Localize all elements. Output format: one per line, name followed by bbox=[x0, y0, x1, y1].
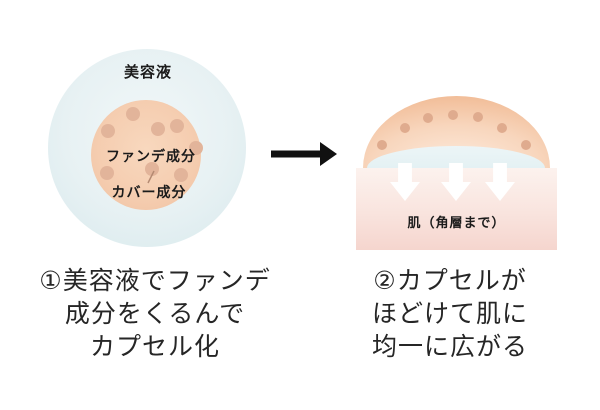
component-dot bbox=[377, 140, 387, 150]
component-dot bbox=[145, 162, 159, 176]
foundation-component-label: ファンデ成分 bbox=[106, 148, 196, 164]
component-dot bbox=[151, 122, 165, 136]
caption-step2: ②カプセルが ほどけて肌に 均一に広がる bbox=[350, 265, 550, 364]
serum-label: 美容液 bbox=[123, 64, 172, 81]
right-arrow-icon bbox=[271, 142, 337, 166]
component-dot bbox=[423, 113, 433, 123]
caption-step2-line3: 均一に広がる bbox=[371, 333, 528, 361]
caption-step2-line1: ②カプセルが bbox=[373, 267, 527, 295]
component-dot bbox=[521, 140, 531, 150]
component-dot bbox=[101, 124, 115, 138]
caption-step1: ①美容液でファンデ 成分をくるんで カプセル化 bbox=[25, 265, 285, 364]
component-dot bbox=[448, 110, 458, 120]
component-dot bbox=[174, 168, 188, 182]
component-dot bbox=[497, 123, 507, 133]
leader-line bbox=[147, 170, 155, 184]
caption-step1-line2: 成分をくるんで bbox=[64, 300, 246, 328]
component-dot bbox=[100, 166, 114, 180]
serum-lens-shape bbox=[367, 146, 545, 168]
component-dot bbox=[189, 141, 203, 155]
caption-step1-line1: ①美容液でファンデ bbox=[39, 267, 271, 295]
caption-step2-line2: ほどけて肌に bbox=[371, 300, 528, 328]
component-dot bbox=[126, 107, 140, 121]
component-dot bbox=[170, 119, 184, 133]
component-dot bbox=[473, 112, 483, 122]
serum-lens bbox=[367, 146, 545, 168]
skin-label: 肌（角層まで） bbox=[407, 215, 506, 230]
component-dot bbox=[400, 123, 410, 133]
capsule-inner-circle bbox=[91, 100, 203, 210]
caption-step1-line3: カプセル化 bbox=[89, 333, 220, 361]
cover-component-label: カバー成分 bbox=[111, 184, 187, 200]
